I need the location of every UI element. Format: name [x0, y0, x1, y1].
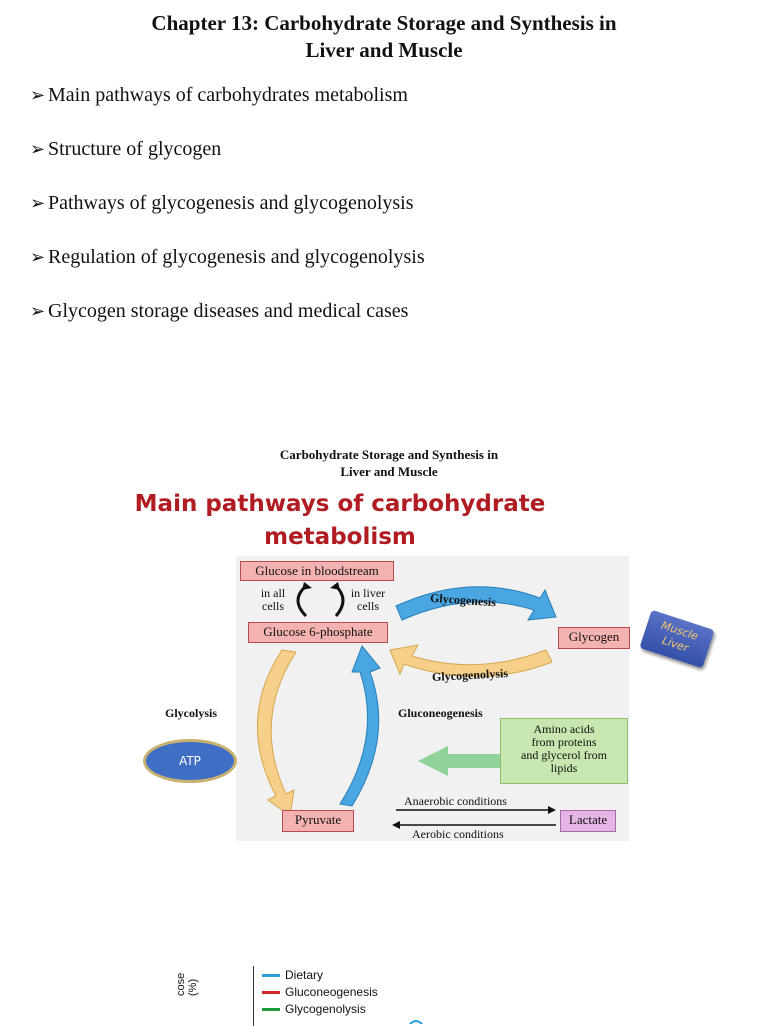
- topic-item: ➢Pathways of glycogenesis and glycogenol…: [30, 192, 414, 214]
- slide-subtitle: Carbohydrate Storage and Synthesis in Li…: [279, 447, 499, 479]
- legend-item-dietary: Dietary: [262, 968, 323, 982]
- diagram-title: Main pathways of carbohydrate metabolism: [134, 491, 546, 550]
- topic-item: ➢Main pathways of carbohydrates metaboli…: [30, 84, 408, 106]
- chart-fragment-curve: [409, 1020, 423, 1024]
- chart-axis-fragment: cose (%): [175, 972, 199, 996]
- atp-oval: ATP: [143, 739, 237, 783]
- glycogenolysis-arrow: [389, 644, 553, 677]
- amino-acids-box: Amino acids from proteins and glycerol f…: [500, 718, 628, 784]
- chapter-title: Chapter 13: Carbohydrate Storage and Syn…: [0, 10, 768, 64]
- in-all-cells-label: in all cells: [260, 586, 286, 613]
- glycolysis-arrow: [256, 649, 297, 817]
- amino-acid-arrow: [418, 746, 500, 776]
- glycogen-box: Glycogen: [558, 627, 630, 649]
- arrow-bullet-icon: ➢: [30, 301, 46, 321]
- in-liver-cells-label: in liver cells: [350, 586, 386, 613]
- topic-item: ➢Regulation of glycogenesis and glycogen…: [30, 246, 425, 268]
- legend-swatch: [262, 991, 280, 995]
- chapter-title-line2: Liver and Muscle: [305, 38, 463, 62]
- gluconeogenesis-label: Gluconeogenesis: [398, 706, 483, 720]
- arrow-bullet-icon: ➢: [30, 139, 46, 159]
- arrow-bullet-icon: ➢: [30, 85, 46, 105]
- anaerobic-label: Anaerobic conditions: [404, 794, 507, 808]
- topic-item: ➢Glycogen storage diseases and medical c…: [30, 300, 409, 322]
- topic-item: ➢Structure of glycogen: [30, 138, 222, 160]
- glycolysis-label: Glycolysis: [165, 706, 218, 720]
- pyruvate-box: Pyruvate: [282, 810, 354, 832]
- aerobic-label: Aerobic conditions: [412, 827, 504, 841]
- arrow-bullet-icon: ➢: [30, 247, 46, 267]
- lactate-box: Lactate: [560, 810, 616, 832]
- in-all-cells-arrow: [296, 584, 308, 618]
- legend-swatch: [262, 1008, 280, 1012]
- legend-swatch: [262, 974, 280, 978]
- chapter-title-line1: Chapter 13: Carbohydrate Storage and Syn…: [151, 11, 617, 35]
- glucose-6-phosphate-box: Glucose 6-phosphate: [248, 622, 388, 643]
- glucose-bloodstream-box: Glucose in bloodstream: [240, 561, 394, 581]
- legend-item-glycogenolysis: Glycogenolysis: [262, 1002, 366, 1016]
- glycogenesis-arrow: [395, 586, 557, 621]
- arrow-bullet-icon: ➢: [30, 193, 46, 213]
- chart-legend: Dietary Gluconeogenesis Glycogenolysis: [253, 966, 384, 1026]
- legend-item-gluconeogenesis: Gluconeogenesis: [262, 985, 378, 999]
- gluconeogenesis-arrow: [339, 645, 381, 807]
